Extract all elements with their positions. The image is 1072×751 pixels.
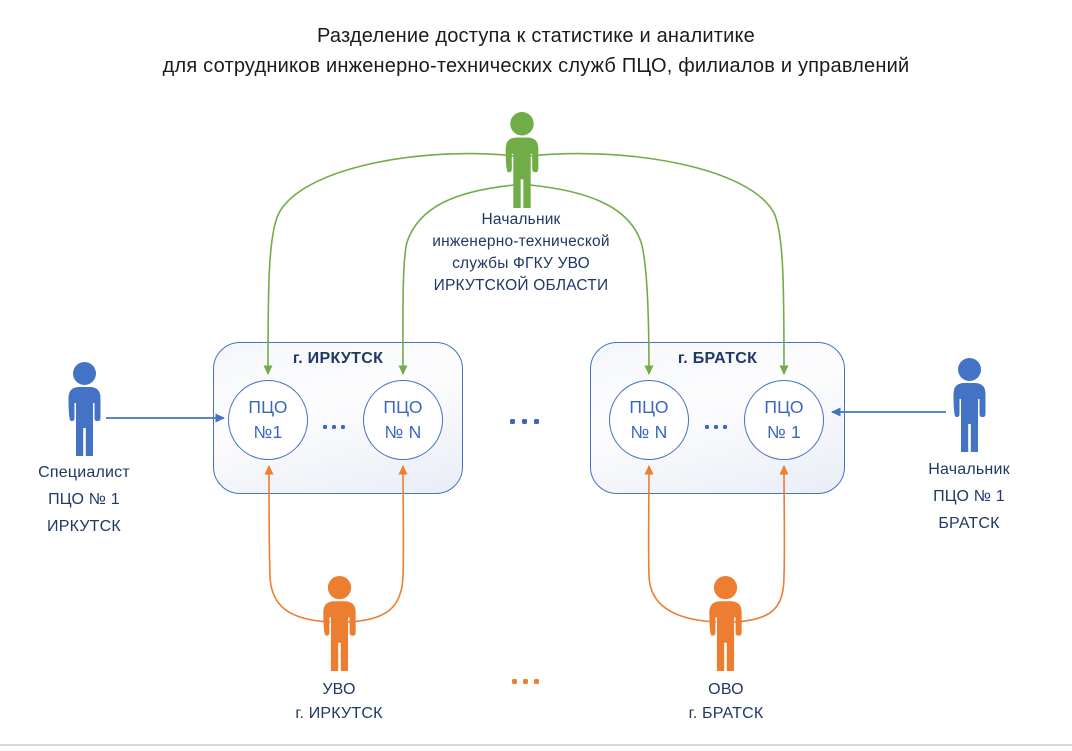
node-pco-n-bratsk-label: ПЦО № N — [629, 397, 669, 442]
chief-its-label: Начальник инженерно-технической службы Ф… — [432, 211, 610, 294]
node-pco-n-irkutsk-label: ПЦО № N — [383, 397, 423, 442]
node-pco-1-bratsk-label: ПЦО № 1 — [764, 397, 804, 442]
title-line-1: Разделение доступа к статистике и аналит… — [317, 25, 755, 47]
uvo-irkutsk-person-icon — [323, 576, 356, 671]
node-pco-n-irkutsk: ПЦО № N — [363, 380, 443, 460]
node-pco-1-bratsk: ПЦО № 1 — [744, 380, 824, 460]
node-pco-1-irkutsk: ПЦО №1 — [228, 380, 308, 460]
ovo-bratsk-person-icon — [709, 576, 742, 671]
group-title-irkutsk: г. ИРКУТСК — [292, 350, 384, 367]
bottom-divider-line — [0, 744, 1072, 746]
uvo-irkutsk-label: УВО г. ИРКУТСК — [295, 681, 383, 722]
specialist-pco1-irkutsk-person-icon — [68, 362, 101, 456]
ellipsis-between-filials — [512, 679, 539, 684]
ellipsis-irkutsk-nodes — [323, 425, 345, 429]
node-pco-n-bratsk: ПЦО № N — [609, 380, 689, 460]
diagram-title: Разделение доступа к статистике и аналит… — [0, 21, 1072, 81]
ellipsis-between-groups — [510, 419, 539, 424]
ovo-bratsk-label: ОВО г. БРАТСК — [688, 681, 764, 722]
node-pco-1-irkutsk-label: ПЦО №1 — [248, 397, 288, 442]
ellipsis-bratsk-nodes — [705, 425, 727, 429]
title-line-2: для сотрудников инженерно-технических сл… — [162, 55, 910, 77]
specialist-pco1-irkutsk-label: Специалист ПЦО № 1 ИРКУТСК — [38, 464, 130, 535]
group-title-bratsk: г. БРАТСК — [677, 350, 758, 367]
chief-pco1-bratsk-label: Начальник ПЦО № 1 БРАТСК — [928, 461, 1010, 532]
chief-its-person-icon — [505, 112, 539, 208]
chief-pco1-bratsk-person-icon — [953, 358, 986, 452]
